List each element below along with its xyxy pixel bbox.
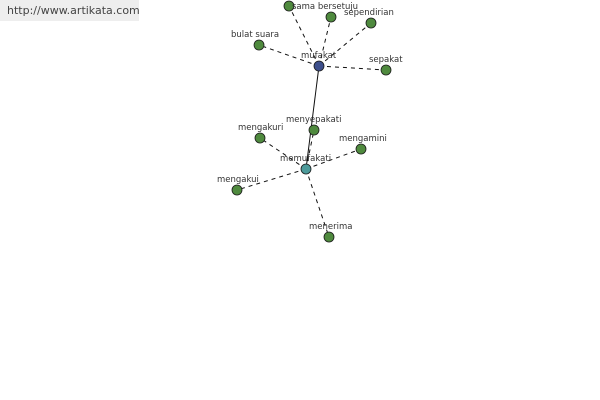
node-mufakat[interactable] bbox=[313, 60, 325, 72]
edge-mufakat-partial_top bbox=[288, 5, 320, 67]
node-label-menyepakati[interactable]: menyepakati bbox=[286, 115, 341, 125]
edge-memufakati-menerima bbox=[305, 168, 330, 238]
node-menyepakati[interactable] bbox=[308, 124, 320, 136]
edge-memufakati-menyepakati bbox=[305, 129, 315, 170]
node-label-mengakuri[interactable]: mengakuri bbox=[238, 123, 283, 133]
node-sama-bersetuju[interactable] bbox=[325, 11, 337, 23]
node-label-bulat-suara[interactable]: bulat suara bbox=[231, 30, 279, 40]
node-label-sepakat[interactable]: sepakat bbox=[369, 55, 403, 65]
node-memufakati[interactable] bbox=[300, 163, 312, 175]
node-label-mengamini[interactable]: mengamini bbox=[339, 134, 387, 144]
node-sependirian[interactable] bbox=[365, 17, 377, 29]
node-label-sama-bersetuju[interactable]: sama bersetuju bbox=[292, 2, 358, 12]
node-label-memufakati[interactable]: memufakati bbox=[280, 154, 331, 164]
node-layer bbox=[231, 0, 392, 243]
edge-memufakati-mengamini bbox=[305, 148, 362, 170]
node-menerima[interactable] bbox=[323, 231, 335, 243]
edge-layer bbox=[236, 5, 387, 238]
node-mengamini[interactable] bbox=[355, 143, 367, 155]
node-label-mufakat[interactable]: mufakat bbox=[301, 51, 337, 61]
site-url-banner[interactable]: http://www.artikata.com bbox=[0, 0, 140, 21]
edge-mufakat-sependirian bbox=[318, 22, 372, 67]
node-mengakuri[interactable] bbox=[254, 132, 266, 144]
edge-mufakat-bulat_suara bbox=[258, 44, 320, 67]
node-mengakui[interactable] bbox=[231, 184, 243, 196]
node-label-mengakui[interactable]: mengakui bbox=[217, 175, 259, 185]
edge-mufakat-sama_bersetuju bbox=[318, 16, 332, 67]
edge-memufakati-mengakuri bbox=[259, 137, 307, 170]
edge-mufakat-memufakati bbox=[305, 65, 320, 170]
edge-mufakat-sepakat bbox=[318, 65, 387, 71]
node-sepakat[interactable] bbox=[380, 64, 392, 76]
node-label-sependirian[interactable]: sependirian bbox=[344, 8, 394, 18]
node-bulat-suara[interactable] bbox=[253, 39, 265, 51]
node-label-menerima[interactable]: menerima bbox=[309, 222, 352, 232]
node-partial-top[interactable] bbox=[283, 0, 295, 12]
label-layer: mufakat memufakati sama bersetujusependiri… bbox=[217, 2, 403, 232]
